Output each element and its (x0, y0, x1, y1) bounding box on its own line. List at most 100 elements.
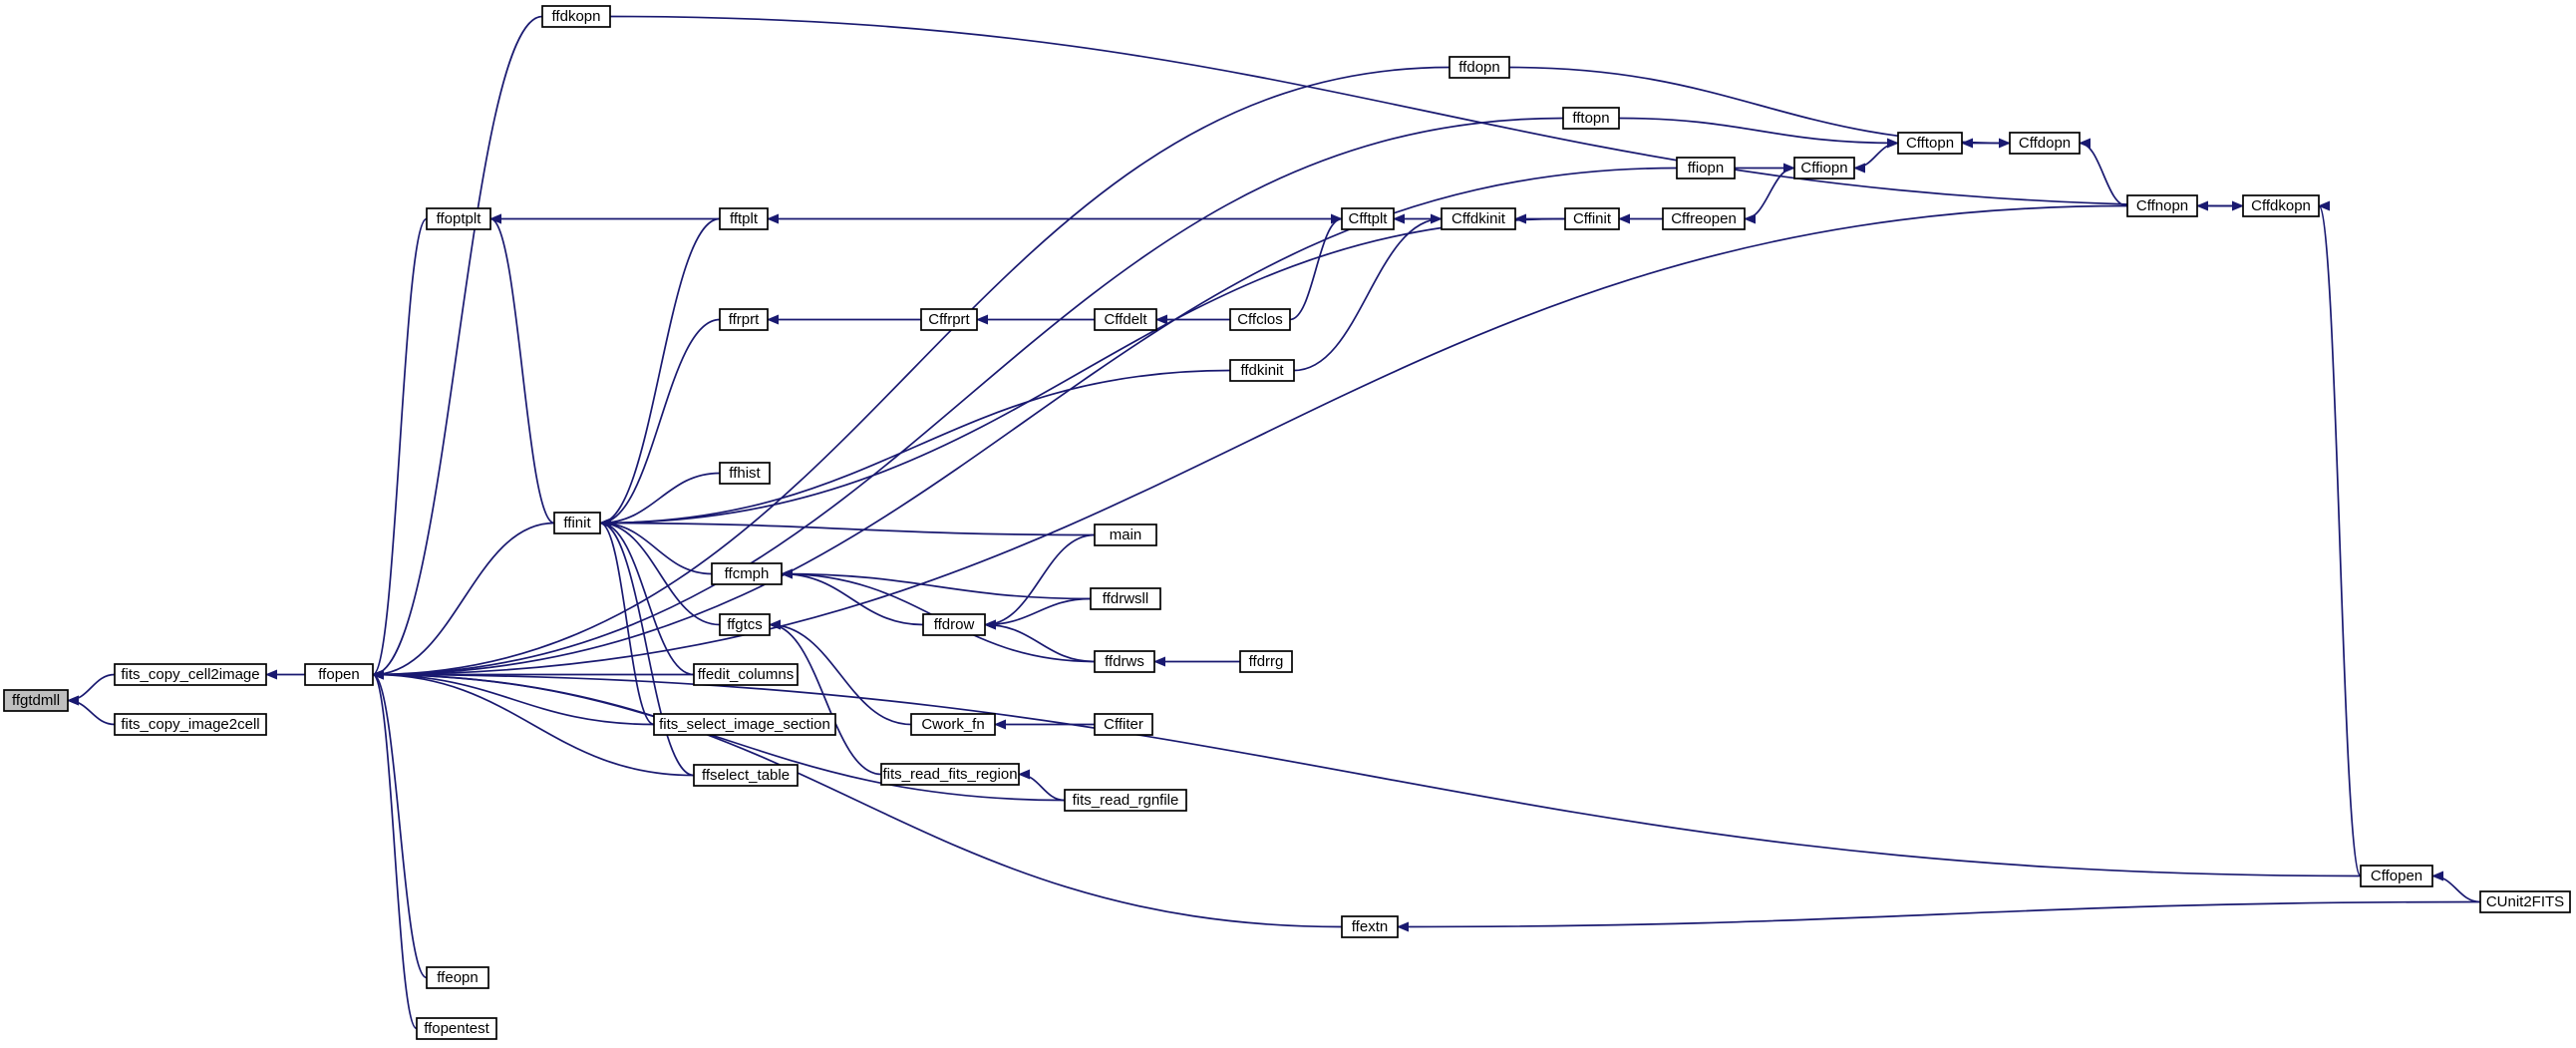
edge-ffdkinit-to-ffinit (599, 369, 1231, 528)
node-label: ffdopn (1458, 59, 1499, 76)
node-ffrprt[interactable]: ffrprt (719, 308, 769, 331)
node-cunit2fits[interactable]: CUnit2FITS (2479, 890, 2571, 913)
node-ffdkinit[interactable]: ffdkinit (1229, 359, 1295, 382)
node-cffdelt[interactable]: Cffdelt (1094, 308, 1157, 331)
node-box (1564, 207, 1620, 230)
node-ffdopn[interactable]: ffdopn (1449, 56, 1510, 79)
node-ffextn[interactable]: ffextn (1341, 915, 1399, 938)
node-cffdopn[interactable]: Cffdopn (2009, 132, 2081, 155)
edge-fftopn-to-ffopen (372, 117, 1564, 680)
node-ffoptplt[interactable]: ffoptplt (426, 207, 491, 230)
node-label: Cfftopn (1906, 135, 1954, 152)
node-cwork-fn[interactable]: Cwork_fn (910, 713, 996, 736)
edge-ffrprt-to-ffinit (599, 318, 721, 528)
node-cffrprt[interactable]: Cffrprt (920, 308, 978, 331)
node-ffgtdmll[interactable]: ffgtdmll (3, 689, 69, 712)
node-box (1094, 524, 1157, 546)
node-cffdkinit[interactable]: Cffdkinit (1441, 207, 1516, 230)
node-label: fftopn (1572, 110, 1609, 127)
node-box (693, 764, 799, 787)
node-box (1094, 713, 1153, 736)
node-ffdkopn[interactable]: ffdkopn (541, 5, 611, 28)
node-label: Cffinit (1573, 210, 1612, 227)
node-box (910, 713, 996, 736)
node-label: ffextn (1352, 918, 1388, 935)
node-box (1793, 157, 1855, 179)
node-box (1239, 650, 1293, 673)
node-ffopentest[interactable]: ffopentest (416, 1017, 497, 1040)
node-label: ffgtcs (727, 616, 763, 633)
node-ffcmph[interactable]: ffcmph (711, 562, 783, 585)
node-label: ffeopn (437, 969, 478, 986)
node-cfftopn[interactable]: Cfftopn (1897, 132, 1963, 155)
node-ffeopn[interactable]: ffeopn (426, 966, 489, 989)
node-label: ffedit_columns (698, 666, 794, 683)
node-fits-copy-image2cell[interactable]: fits_copy_image2cell (114, 713, 267, 736)
node-cfftplt[interactable]: Cfftplt (1341, 207, 1395, 230)
node-ffdrrg[interactable]: ffdrrg (1239, 650, 1293, 673)
node-box (1676, 157, 1736, 179)
edge-cffiopn-to-cffreopen (1744, 167, 1795, 224)
node-box (1662, 207, 1746, 230)
node-ffiopn[interactable]: ffiopn (1676, 157, 1736, 179)
edge-cunit2fits-to-ffextn (1397, 900, 2481, 932)
node-fits-read-fits-region[interactable]: fits_read_fits_region (880, 763, 1020, 786)
edges-layer (67, 15, 2481, 1030)
edge-ffeopn-to-ffopen (372, 669, 428, 979)
node-cffnopn[interactable]: Cffnopn (2126, 194, 2198, 217)
edge-cunit2fits-to-cffopen (2431, 871, 2481, 903)
edge-ffdkopn-to-cffdkopn (609, 15, 2244, 211)
node-box (426, 207, 491, 230)
node-box (719, 613, 771, 636)
node-ffgtcs[interactable]: ffgtcs (719, 613, 771, 636)
node-main[interactable]: main (1094, 524, 1157, 546)
node-fits-copy-cell2image[interactable]: fits_copy_cell2image (114, 663, 267, 686)
node-label: Cfftplt (1349, 210, 1389, 227)
node-label: Cffiopn (1800, 160, 1847, 176)
node-cffiter[interactable]: Cffiter (1094, 713, 1153, 736)
edge-main-to-ffinit (599, 518, 1096, 536)
node-box (2242, 194, 2320, 217)
node-label: ffiopn (1688, 160, 1724, 176)
node-label: Cffreopen (1671, 210, 1737, 227)
node-fftplt[interactable]: fftplt (719, 207, 769, 230)
node-cffclos[interactable]: Cffclos (1229, 308, 1291, 331)
edge-ffdrwsll-to-ffcmph (781, 568, 1092, 600)
node-cffopen[interactable]: Cffopen (2360, 865, 2433, 887)
node-cffreopen[interactable]: Cffreopen (1662, 207, 1746, 230)
node-box (922, 613, 986, 636)
node-fits-select-image-section[interactable]: fits_select_image_section (653, 713, 836, 736)
node-box (553, 512, 601, 534)
node-label: ffinit (563, 515, 591, 531)
node-ffhist[interactable]: ffhist (719, 462, 771, 485)
edge-cwork-fn-to-ffgtcs (769, 619, 912, 726)
node-box (2479, 890, 2571, 913)
node-fits-read-rgnfile[interactable]: fits_read_rgnfile (1064, 789, 1187, 812)
edge-fits-read-fits-region-to-ffgtcs (769, 619, 882, 776)
node-label: Cffclos (1237, 311, 1283, 328)
edge-ffdkopn-to-ffopen (372, 15, 543, 680)
edge-fftplt-to-ffinit (599, 217, 721, 528)
node-box (880, 763, 1020, 786)
node-ffdrws[interactable]: ffdrws (1094, 650, 1155, 673)
node-cffdkopn[interactable]: Cffdkopn (2242, 194, 2320, 217)
node-ffdrwsll[interactable]: ffdrwsll (1090, 587, 1161, 610)
node-ffedit-columns[interactable]: ffedit_columns (693, 663, 799, 686)
edge-ffdrow-to-ffcmph (781, 568, 924, 626)
node-cffinit[interactable]: Cffinit (1564, 207, 1620, 230)
node-box (1094, 308, 1157, 331)
node-label: ffdrwsll (1103, 590, 1148, 607)
node-box (416, 1017, 497, 1040)
node-ffdrow[interactable]: ffdrow (922, 613, 986, 636)
node-ffinit[interactable]: ffinit (553, 512, 601, 534)
node-box (3, 689, 69, 712)
node-box (1090, 587, 1161, 610)
edge-ffcmph-to-ffinit (599, 518, 713, 575)
node-ffopen[interactable]: ffopen (304, 663, 374, 686)
edge-ffdkinit-to-cffdkinit (1293, 213, 1443, 372)
node-cffiopn[interactable]: Cffiopn (1793, 157, 1855, 179)
node-fftopn[interactable]: fftopn (1562, 107, 1620, 130)
node-ffselect-table[interactable]: ffselect_table (693, 764, 799, 787)
edge-ffdrws-to-ffdrow (984, 619, 1096, 663)
